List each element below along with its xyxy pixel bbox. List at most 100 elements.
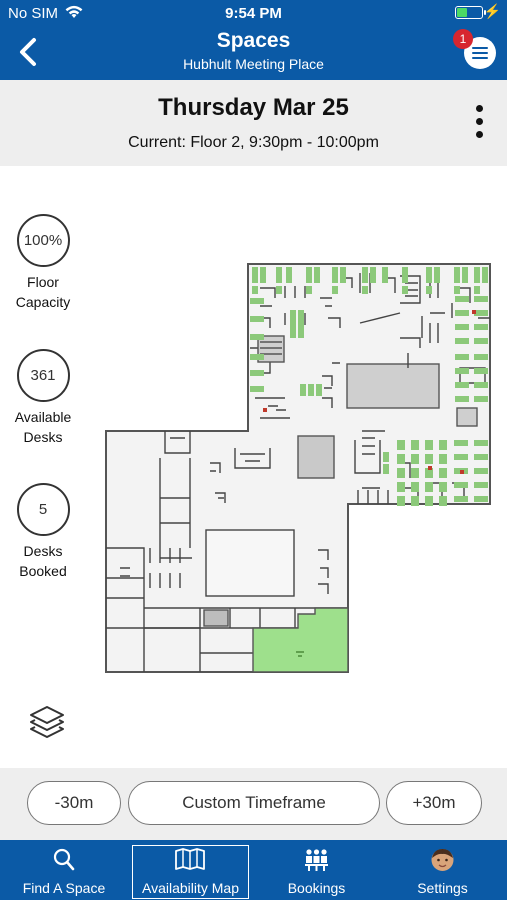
available-desk <box>362 267 368 283</box>
status-bar: No SIM 9:54 PM ⚡ <box>0 0 507 26</box>
available-desk <box>397 468 405 478</box>
booked-desk <box>428 466 432 470</box>
tab-find-a-space[interactable]: Find A Space <box>0 840 128 900</box>
map-icon <box>175 848 205 870</box>
available-desk <box>474 396 488 402</box>
available-desk <box>250 316 264 322</box>
available-desk <box>332 267 338 283</box>
available-desk <box>474 354 488 360</box>
layers-icon[interactable] <box>28 704 66 740</box>
booked-desk <box>460 470 464 474</box>
notification-badge: 1 <box>453 29 473 49</box>
available-desk <box>250 298 264 304</box>
minus-30m-button[interactable]: -30m <box>27 781 121 825</box>
available-desk <box>316 384 322 396</box>
available-desk <box>425 482 433 492</box>
available-desk <box>426 267 432 283</box>
available-desk <box>439 496 447 506</box>
available-desk <box>425 468 433 478</box>
available-desk <box>383 452 389 462</box>
available-desk <box>454 286 460 294</box>
tab-label: Bookings <box>287 880 346 896</box>
available-desk <box>434 267 440 283</box>
booked-desk <box>263 408 267 412</box>
available-desk <box>397 454 405 464</box>
available-desk <box>308 384 314 396</box>
available-desk <box>290 310 296 324</box>
available-desk <box>298 324 304 338</box>
available-desk <box>455 368 469 374</box>
available-desk <box>474 482 488 488</box>
available-desk <box>425 496 433 506</box>
available-desk <box>402 267 408 283</box>
available-desk <box>250 386 264 392</box>
available-desk <box>474 324 488 330</box>
tab-availability-map[interactable]: Availability Map <box>132 840 249 900</box>
back-button[interactable] <box>14 36 42 68</box>
wifi-icon <box>65 5 83 18</box>
available-desk <box>439 482 447 492</box>
custom-timeframe-button[interactable]: Custom Timeframe <box>128 781 380 825</box>
available-desk <box>455 310 469 316</box>
available-desks-value: 361 <box>16 349 70 402</box>
available-desk <box>290 324 296 338</box>
available-desk <box>411 440 419 450</box>
available-desk <box>474 310 488 316</box>
available-desk <box>425 454 433 464</box>
available-desk <box>474 382 488 388</box>
available-desk <box>474 496 488 502</box>
available-desk <box>474 267 480 283</box>
available-desk <box>454 267 460 283</box>
charging-icon: ⚡ <box>483 3 501 19</box>
carrier-label: No SIM <box>8 5 59 22</box>
available-desk <box>362 286 368 294</box>
available-desk <box>474 368 488 374</box>
app-header: No SIM 9:54 PM ⚡ Spaces Hubhult Meeting … <box>0 0 507 80</box>
available-desk <box>462 267 468 283</box>
available-desk <box>474 338 488 344</box>
available-desk <box>411 454 419 464</box>
available-desk <box>397 482 405 492</box>
page-title: Spaces <box>216 29 291 52</box>
tab-bar: Find A Space Availability Map Bookings S… <box>0 840 507 900</box>
available-desk <box>426 286 432 294</box>
available-desk <box>300 384 306 396</box>
available-desk <box>397 440 405 450</box>
available-desk <box>250 334 264 340</box>
available-desk <box>474 440 488 446</box>
available-desk <box>439 440 447 450</box>
tab-bookings[interactable]: Bookings <box>254 840 379 900</box>
available-desk <box>260 267 266 283</box>
available-desk <box>332 286 338 294</box>
booked-desk <box>472 310 476 314</box>
available-desk <box>397 496 405 506</box>
date-title: Thursday Mar 25 <box>158 94 349 121</box>
available-desk <box>474 468 488 474</box>
available-desk <box>455 324 469 330</box>
tab-settings[interactable]: Settings <box>380 840 505 900</box>
clock: 9:54 PM <box>225 5 282 22</box>
bookings-icon <box>305 849 328 871</box>
available-desk <box>411 468 419 478</box>
available-desk <box>474 286 480 294</box>
plus-30m-button[interactable]: +30m <box>386 781 482 825</box>
floor-plan-map[interactable] <box>100 258 500 678</box>
more-options-button[interactable] <box>470 103 490 143</box>
available-desk <box>455 396 469 402</box>
search-icon <box>53 848 75 871</box>
floor-capacity-value: 100% <box>16 214 70 267</box>
available-desk <box>439 454 447 464</box>
available-desk <box>455 338 469 344</box>
current-slot: Current: Floor 2, 9:30pm - 10:00pm <box>128 134 379 151</box>
desks-booked-value: 5 <box>16 483 70 536</box>
available-desk <box>250 370 264 376</box>
available-desk <box>252 267 258 283</box>
available-desk <box>455 296 469 302</box>
available-desk <box>454 482 468 488</box>
